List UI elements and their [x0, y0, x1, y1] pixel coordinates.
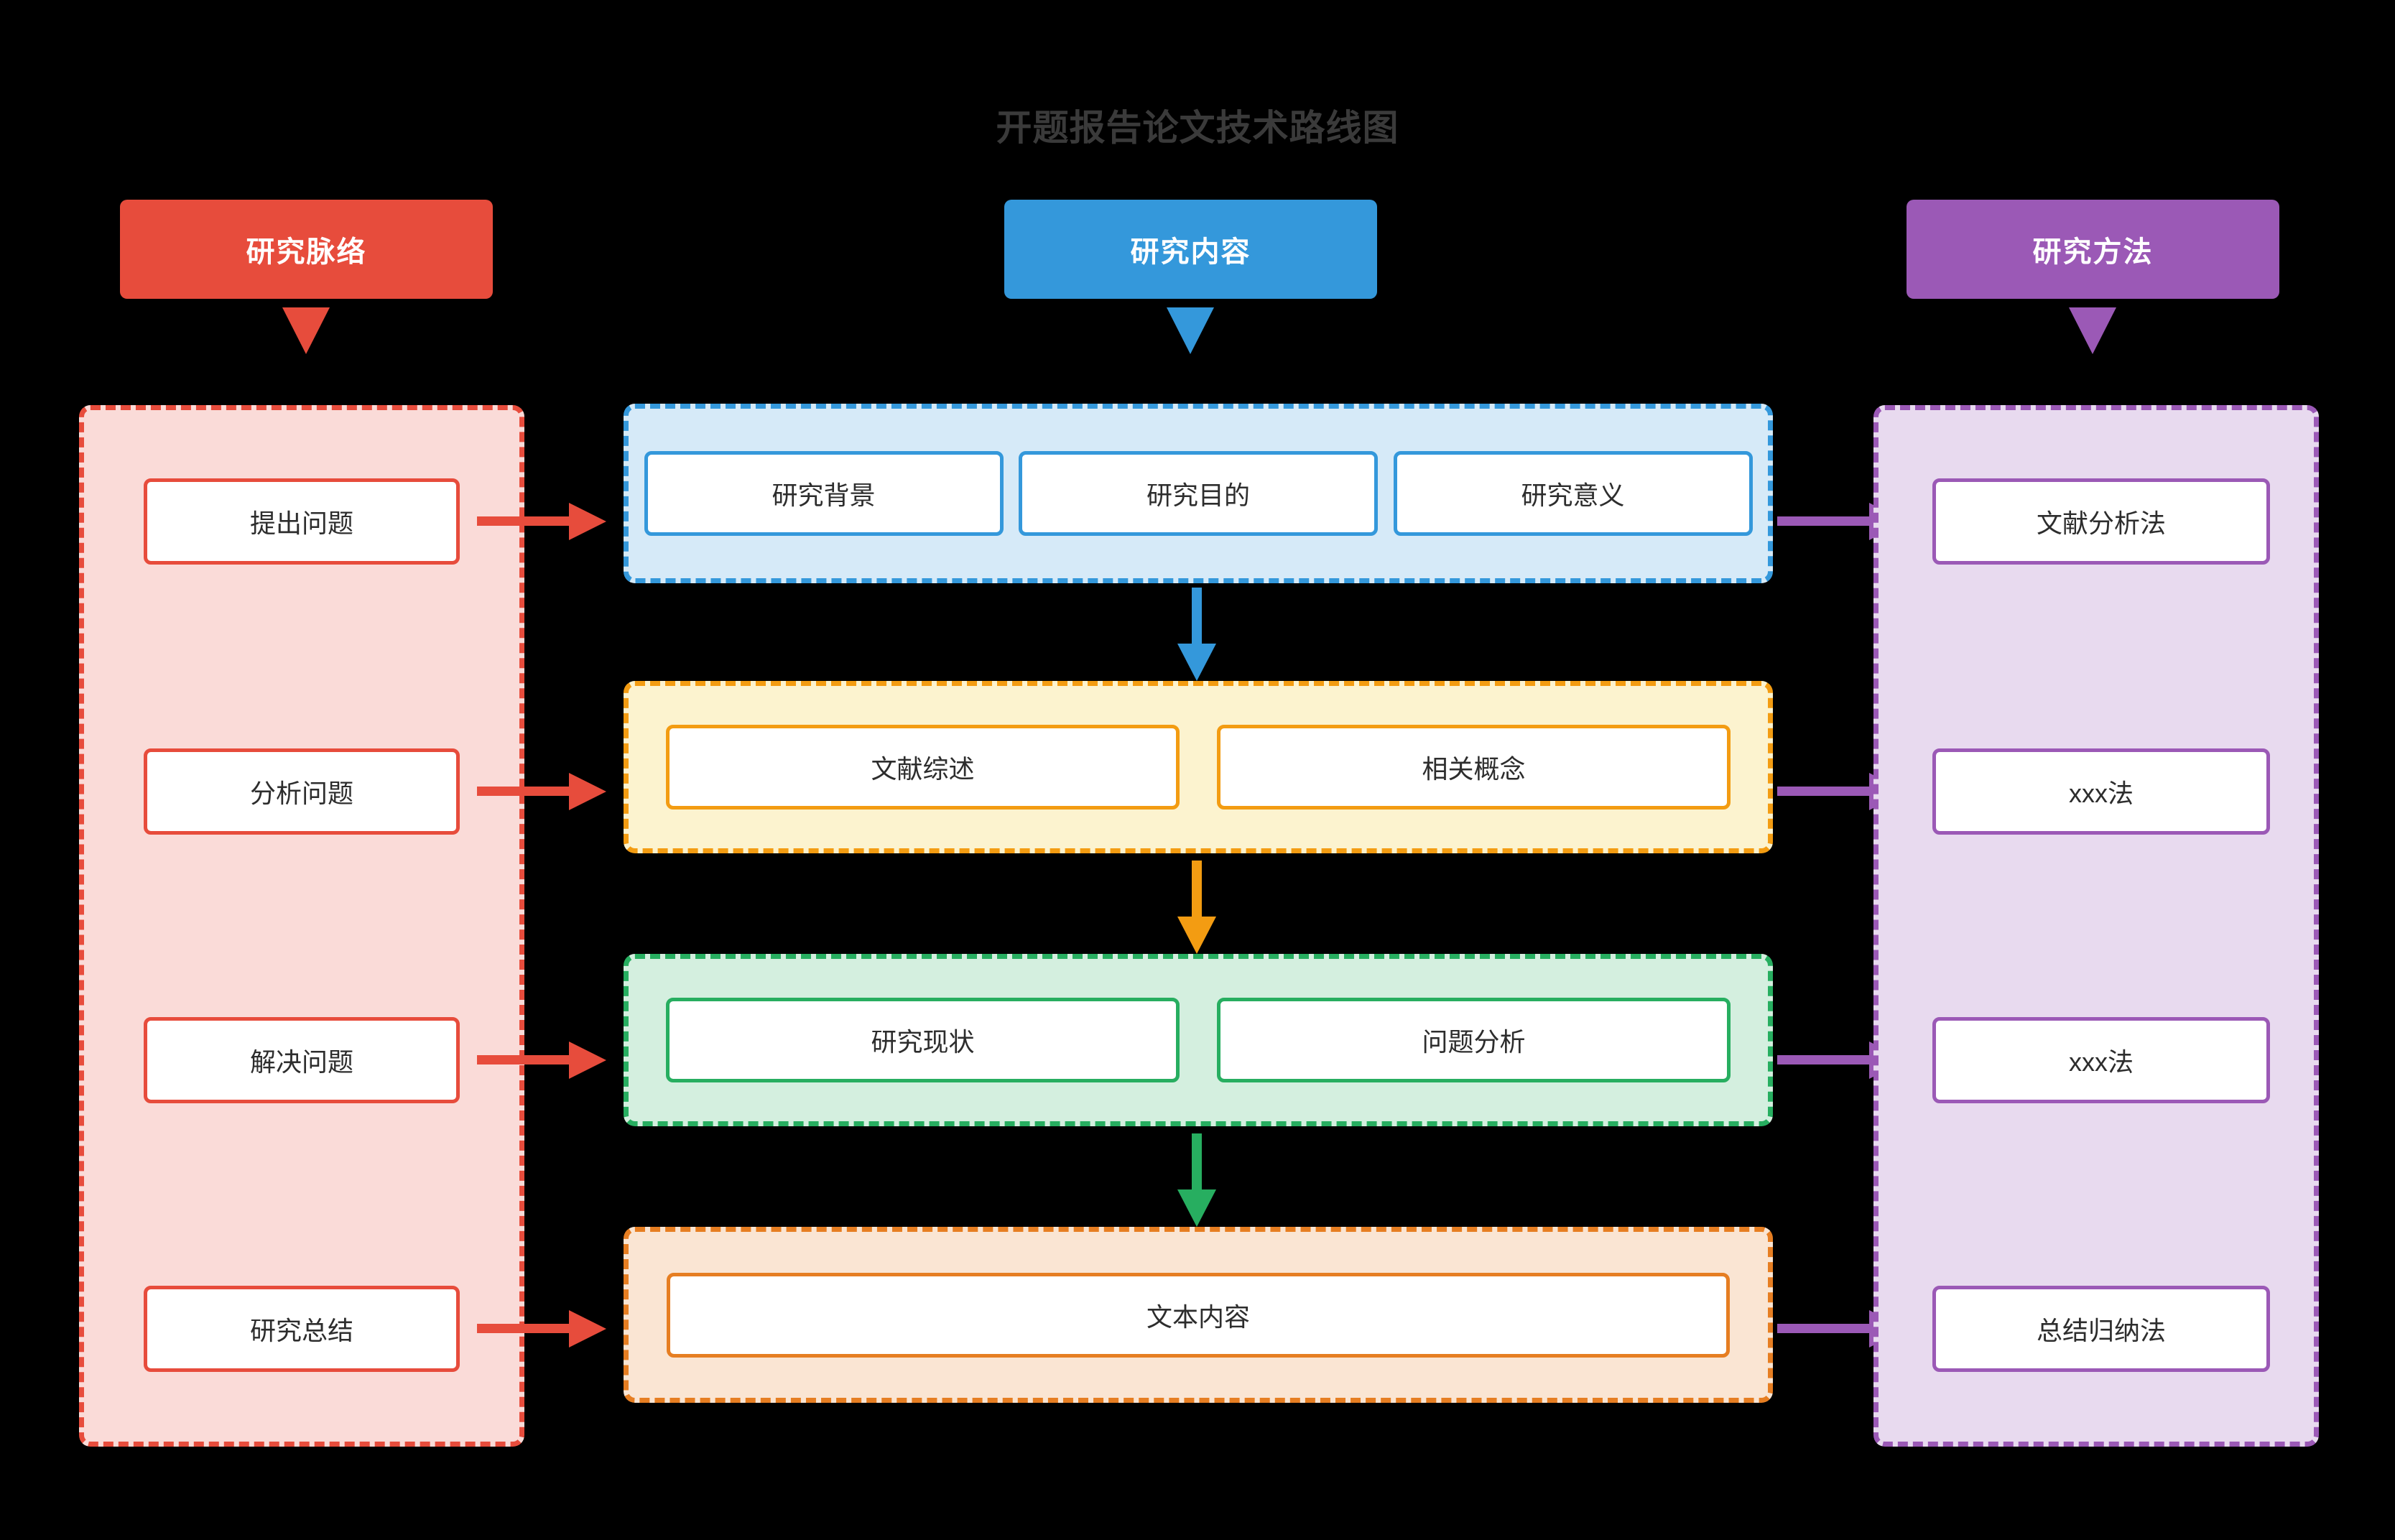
left-item-3[interactable]: 研究总结: [144, 1286, 460, 1372]
center-stage-0-card-0[interactable]: 研究背景: [644, 451, 1004, 536]
arrow-stage-0-to-1: [1177, 588, 1216, 681]
right-column-container: [1873, 405, 2319, 1447]
down-triangle-icon-left: [282, 307, 330, 354]
arrow-head-icon: [1177, 917, 1216, 954]
center-stage-2: 研究现状 问题分析: [624, 954, 1773, 1126]
arrow-head-icon: [569, 1310, 606, 1348]
center-stage-0-card-1[interactable]: 研究目的: [1019, 451, 1378, 536]
arrow-head-icon: [569, 503, 606, 540]
down-triangle-icon-center: [1167, 307, 1214, 354]
arrow-head-icon: [569, 1042, 606, 1079]
center-stage-1: 文献综述 相关概念: [624, 681, 1773, 853]
left-column-container: [79, 405, 524, 1447]
arrow-shaft: [477, 787, 572, 796]
center-stage-0: 研究背景 研究目的 研究意义: [624, 404, 1773, 583]
arrow-left-to-center-2: [477, 1042, 606, 1079]
arrow-left-to-center-0: [477, 503, 606, 540]
down-triangle-icon-right: [2069, 307, 2116, 354]
center-stage-1-card-0[interactable]: 文献综述: [666, 725, 1180, 810]
left-item-1[interactable]: 分析问题: [144, 748, 460, 835]
column-header-left[interactable]: 研究脉络: [120, 200, 493, 299]
center-stage-3-card-0[interactable]: 文本内容: [667, 1272, 1730, 1358]
arrow-left-to-center-3: [477, 1310, 606, 1348]
arrow-shaft: [1777, 1055, 1872, 1064]
arrow-shaft: [1777, 1324, 1872, 1333]
arrow-shaft: [477, 1055, 572, 1064]
arrow-left-to-center-1: [477, 773, 606, 810]
column-header-right[interactable]: 研究方法: [1907, 200, 2279, 299]
center-stage-0-card-2[interactable]: 研究意义: [1393, 451, 1753, 536]
page-title: 开题报告论文技术路线图: [996, 108, 1399, 148]
center-stage-3: 文本内容: [624, 1227, 1773, 1403]
arrow-shaft: [1777, 787, 1872, 796]
center-stage-2-card-1[interactable]: 问题分析: [1217, 998, 1731, 1082]
right-item-1[interactable]: xxx法: [1932, 748, 2270, 835]
arrow-head-icon: [1177, 1189, 1216, 1227]
center-stage-1-card-1[interactable]: 相关概念: [1217, 725, 1731, 810]
arrow-shaft: [1777, 516, 1872, 526]
arrow-head-icon: [569, 773, 606, 810]
arrow-shaft: [1192, 588, 1202, 646]
left-item-2[interactable]: 解决问题: [144, 1017, 460, 1103]
arrow-shaft: [477, 516, 572, 526]
arrow-shaft: [1192, 861, 1202, 919]
right-item-0[interactable]: 文献分析法: [1932, 478, 2270, 565]
column-header-center[interactable]: 研究内容: [1004, 200, 1377, 299]
arrow-shaft: [1192, 1133, 1202, 1192]
right-item-3[interactable]: 总结归纳法: [1932, 1286, 2270, 1372]
left-item-0[interactable]: 提出问题: [144, 478, 460, 565]
arrow-head-icon: [1177, 644, 1216, 681]
arrow-stage-1-to-2: [1177, 861, 1216, 954]
center-stage-2-card-0[interactable]: 研究现状: [666, 998, 1180, 1082]
arrow-stage-2-to-3: [1177, 1133, 1216, 1227]
arrow-shaft: [477, 1324, 572, 1333]
right-item-2[interactable]: xxx法: [1932, 1017, 2270, 1103]
